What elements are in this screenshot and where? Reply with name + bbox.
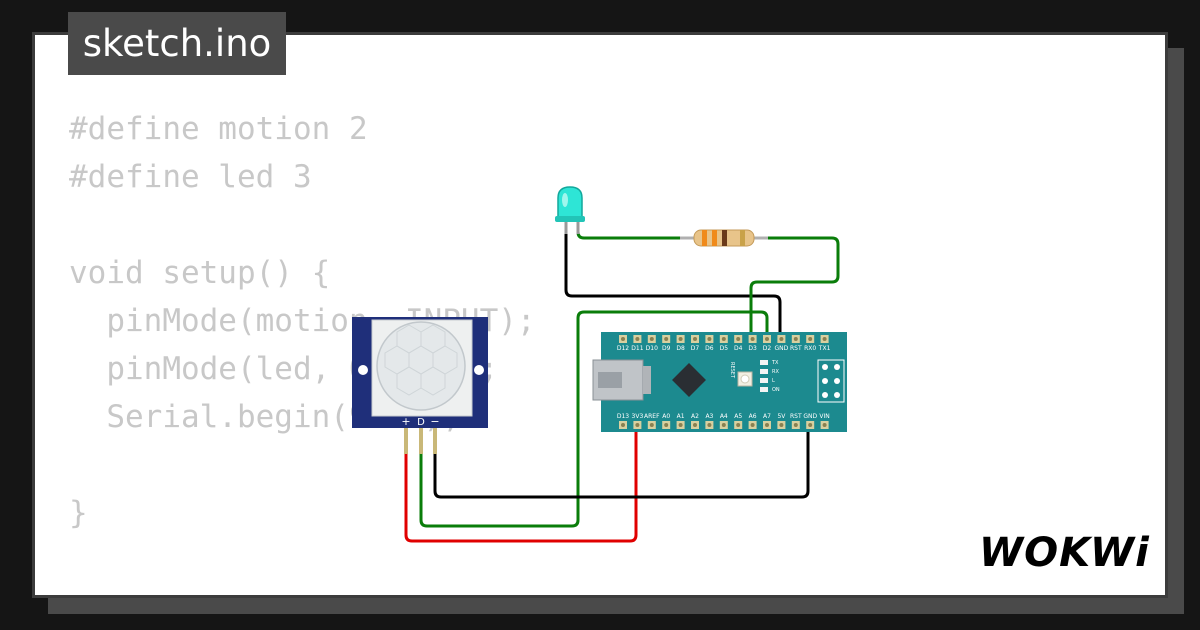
nano-pin-hole xyxy=(649,423,654,427)
icsp-header xyxy=(817,359,845,403)
pir-pin-d-label: D xyxy=(417,417,425,428)
nano-pin-label: 5V xyxy=(777,413,786,420)
nano-pin-hole xyxy=(793,337,798,341)
nano-pin-hole xyxy=(664,337,669,341)
wire-red-5v[interactable] xyxy=(404,426,638,543)
nano-pin-label: VIN xyxy=(819,413,829,420)
nano-pin-label: 3V3 xyxy=(632,413,644,420)
nano-pin-hole xyxy=(736,423,741,427)
nano-pin-label: AREF xyxy=(644,413,660,420)
onboard-led-label-tx: TX xyxy=(771,360,779,366)
nano-pin-label: RX0 xyxy=(804,345,816,352)
wire-green-resistor-d3[interactable] xyxy=(749,236,840,340)
nano-pin-hole xyxy=(664,423,669,427)
nano-pin-hole xyxy=(635,423,640,427)
wire-black-gnd[interactable] xyxy=(433,426,810,499)
onboard-led-label-on: ON xyxy=(772,387,780,393)
nano-pin-label: RST xyxy=(790,345,802,352)
nano-pin-label: D4 xyxy=(734,345,743,352)
nano-pin-label: A1 xyxy=(677,413,685,420)
nano-pin-hole xyxy=(649,337,654,341)
nano-pin-hole xyxy=(808,337,813,341)
nano-pin-label: GND xyxy=(775,345,789,352)
nano-pin-label: D5 xyxy=(720,345,729,352)
nano-pin-hole xyxy=(793,423,798,427)
onboard-led-rx xyxy=(760,369,768,374)
code-line: void setup() { xyxy=(69,255,331,291)
nano-pin-label: A7 xyxy=(763,413,771,420)
wire-green-led-resistor[interactable] xyxy=(576,230,686,240)
led-component[interactable] xyxy=(555,186,585,234)
pir-pin-minus-label: − xyxy=(430,415,439,428)
file-tab[interactable]: sketch.ino xyxy=(68,12,286,75)
onboard-led-tx xyxy=(760,360,768,365)
nano-pin-hole xyxy=(765,337,769,341)
nano-pin-label: A0 xyxy=(662,413,670,420)
wokwi-logo[interactable]: WOKWi xyxy=(975,520,1155,580)
nano-pin-hole xyxy=(822,423,827,427)
onboard-led-label-l: L xyxy=(772,378,775,384)
nano-pin-label: D9 xyxy=(662,345,671,352)
code-card: #define motion 2 #define led 3 void setup(… xyxy=(32,32,1168,598)
onboard-led-on xyxy=(760,387,768,392)
nano-pin-hole xyxy=(779,423,784,427)
nano-pin-hole xyxy=(750,337,755,341)
wires xyxy=(404,230,840,543)
code-line: #define led 3 xyxy=(69,159,312,195)
nano-pin-hole xyxy=(765,423,769,427)
microcontroller-chip xyxy=(672,363,706,397)
nano-pin-label: D13 xyxy=(617,413,629,420)
nano-pin-label: D7 xyxy=(691,345,700,352)
nano-pin-label: D12 xyxy=(617,345,629,352)
resistor-component[interactable] xyxy=(680,229,768,247)
nano-pin-hole xyxy=(750,423,755,427)
nano-pin-hole xyxy=(736,337,741,341)
nano-pin-label: A6 xyxy=(749,413,757,420)
nano-pin-label: D3 xyxy=(748,345,757,352)
nano-pin-label: RST xyxy=(790,413,802,420)
nano-pin-hole xyxy=(808,423,813,427)
nano-pin-hole xyxy=(707,423,712,427)
nano-pin-hole xyxy=(635,337,640,341)
nano-pin-label: D2 xyxy=(763,345,772,352)
nano-pin-label: D8 xyxy=(676,345,685,352)
pir-pin-plus-label: + xyxy=(401,415,410,428)
nano-pin-label: D6 xyxy=(705,345,714,352)
code-line: void loop() { xyxy=(69,585,536,595)
wokwi-logo-text: WOKWi xyxy=(979,530,1150,576)
nano-pin-hole xyxy=(693,337,697,341)
nano-pin-hole xyxy=(779,337,784,341)
nano-pin-label: D10 xyxy=(646,345,658,352)
code-line: } xyxy=(69,495,88,531)
nano-pin-hole xyxy=(621,337,625,341)
nano-pin-label: A2 xyxy=(691,413,699,420)
nano-pin-label: A4 xyxy=(720,413,728,420)
nano-pin-hole xyxy=(822,337,827,341)
nano-pin-hole xyxy=(678,423,683,427)
nano-pin-label: GND xyxy=(803,413,817,420)
onboard-led-label-rx: RX xyxy=(772,369,779,375)
nano-pin-hole xyxy=(721,337,726,341)
nano-pin-label: TX1 xyxy=(818,345,831,352)
nano-pin-label: A5 xyxy=(734,413,742,420)
nano-pin-hole xyxy=(721,423,726,427)
nano-pin-hole xyxy=(707,337,712,341)
pir-sensor[interactable]: + D − xyxy=(352,317,488,454)
nano-pin-hole xyxy=(678,337,683,341)
wire-green-d2[interactable] xyxy=(419,310,769,528)
reset-label: RESET xyxy=(729,362,735,379)
wire-black-led-gnd[interactable] xyxy=(564,230,782,340)
nano-pin-hole xyxy=(621,423,625,427)
nano-pin-hole xyxy=(693,423,697,427)
onboard-led-l xyxy=(760,378,768,383)
code-line: #define motion 2 xyxy=(69,111,368,147)
nano-pin-label: D11 xyxy=(631,345,643,352)
nano-pin-label: A3 xyxy=(705,413,713,420)
